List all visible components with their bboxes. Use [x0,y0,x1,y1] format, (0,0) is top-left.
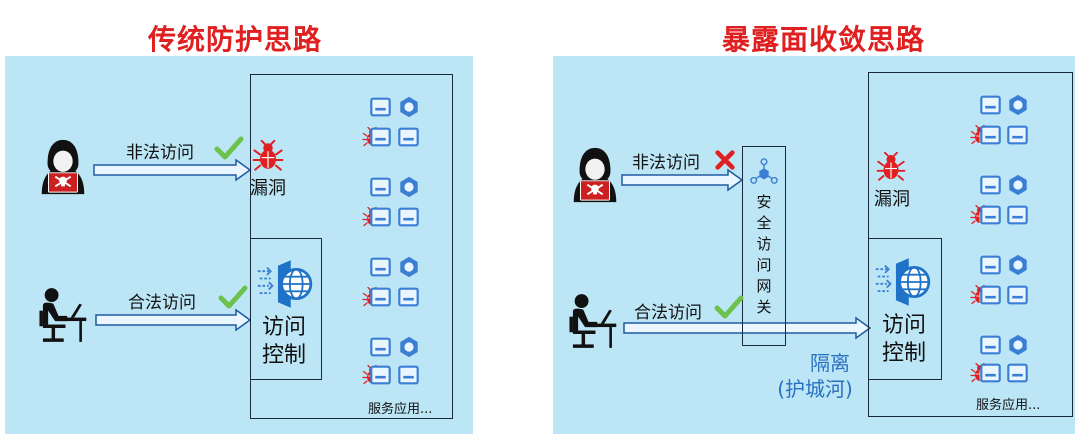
gateway-char: 关 [756,298,772,316]
server-icon [980,255,1001,275]
server-icon [980,125,1001,145]
right-access-control-label-2: 控制 [882,341,927,366]
check-icon [714,294,744,320]
server-icon [370,337,391,357]
gear-icon [398,256,420,278]
gear-icon [1007,334,1029,356]
server-icon [398,365,419,385]
server-icon [370,257,391,277]
server-icon [370,365,391,385]
server-icon [1007,285,1028,305]
left-arrows [93,158,252,332]
left-vulnerability-label: 漏洞 [250,178,286,199]
cross-icon [714,149,736,171]
gateway-char: 访 [756,235,772,253]
gear-icon [398,96,420,118]
server-icon [1007,363,1028,383]
gear-icon [1007,94,1029,116]
left-legal-access-label: 合法访问 [128,293,196,313]
right-title: 暴露面收敛思路 [722,23,926,56]
illegal-arrow-left [93,158,252,182]
gateway-char: 安 [756,193,772,211]
server-icon [398,207,419,227]
left-access-control-label-2: 控制 [262,343,307,368]
isolation-label-2: (护城河) [777,377,853,401]
server-icon [980,335,1001,355]
left-illegal-access-label: 非法访问 [126,143,194,163]
user-at-desk-icon [566,290,618,352]
illegal-arrow-right [621,168,744,192]
server-icon [980,285,1001,305]
gear-icon [398,176,420,198]
server-icon [370,97,391,117]
firewall-icon [874,256,938,308]
left-access-control-label-1: 访问 [262,315,307,340]
legal-arrow-right [623,316,872,340]
server-icon [370,177,391,197]
right-legal-access-label: 合法访问 [634,303,702,323]
firewall-icon [256,258,320,310]
bug-icon [876,152,906,182]
right-arrows [621,168,872,340]
bug-icon [252,140,284,172]
isolation-label-1: 隔离 [810,351,850,375]
server-icon [398,287,419,307]
hacker-icon [34,138,92,196]
check-icon [218,284,248,310]
gateway-char: 网 [756,277,772,295]
gear-icon [398,336,420,358]
server-icon [398,127,419,147]
right-illegal-access-label: 非法访问 [632,153,700,173]
server-icon [1007,205,1028,225]
gear-icon [1007,174,1029,196]
server-icon [980,175,1001,195]
server-icon [370,207,391,227]
legal-arrow-left [95,308,252,332]
gateway-char: 问 [756,256,772,274]
left-services-label: 服务应用... [368,402,433,417]
gateway-char: 全 [756,214,772,232]
server-icon [980,205,1001,225]
server-icon [1007,125,1028,145]
server-icon [980,363,1001,383]
left-access-control-box [250,238,322,380]
security-gateway-box [742,146,786,346]
right-access-control-box [868,238,942,380]
left-title: 传统防护思路 [148,23,323,56]
right-vulnerability-label: 漏洞 [874,189,910,210]
hacker-icon [566,146,624,204]
server-icon [370,287,391,307]
gateway-node-icon [750,158,778,186]
user-at-desk-icon [36,284,88,346]
check-icon [214,135,244,161]
right-access-control-label-1: 访问 [882,313,927,338]
right-services-label: 服务应用... [976,398,1041,413]
left-panel [5,56,473,434]
server-icon [980,95,1001,115]
gear-icon [1007,254,1029,276]
server-icon [370,127,391,147]
